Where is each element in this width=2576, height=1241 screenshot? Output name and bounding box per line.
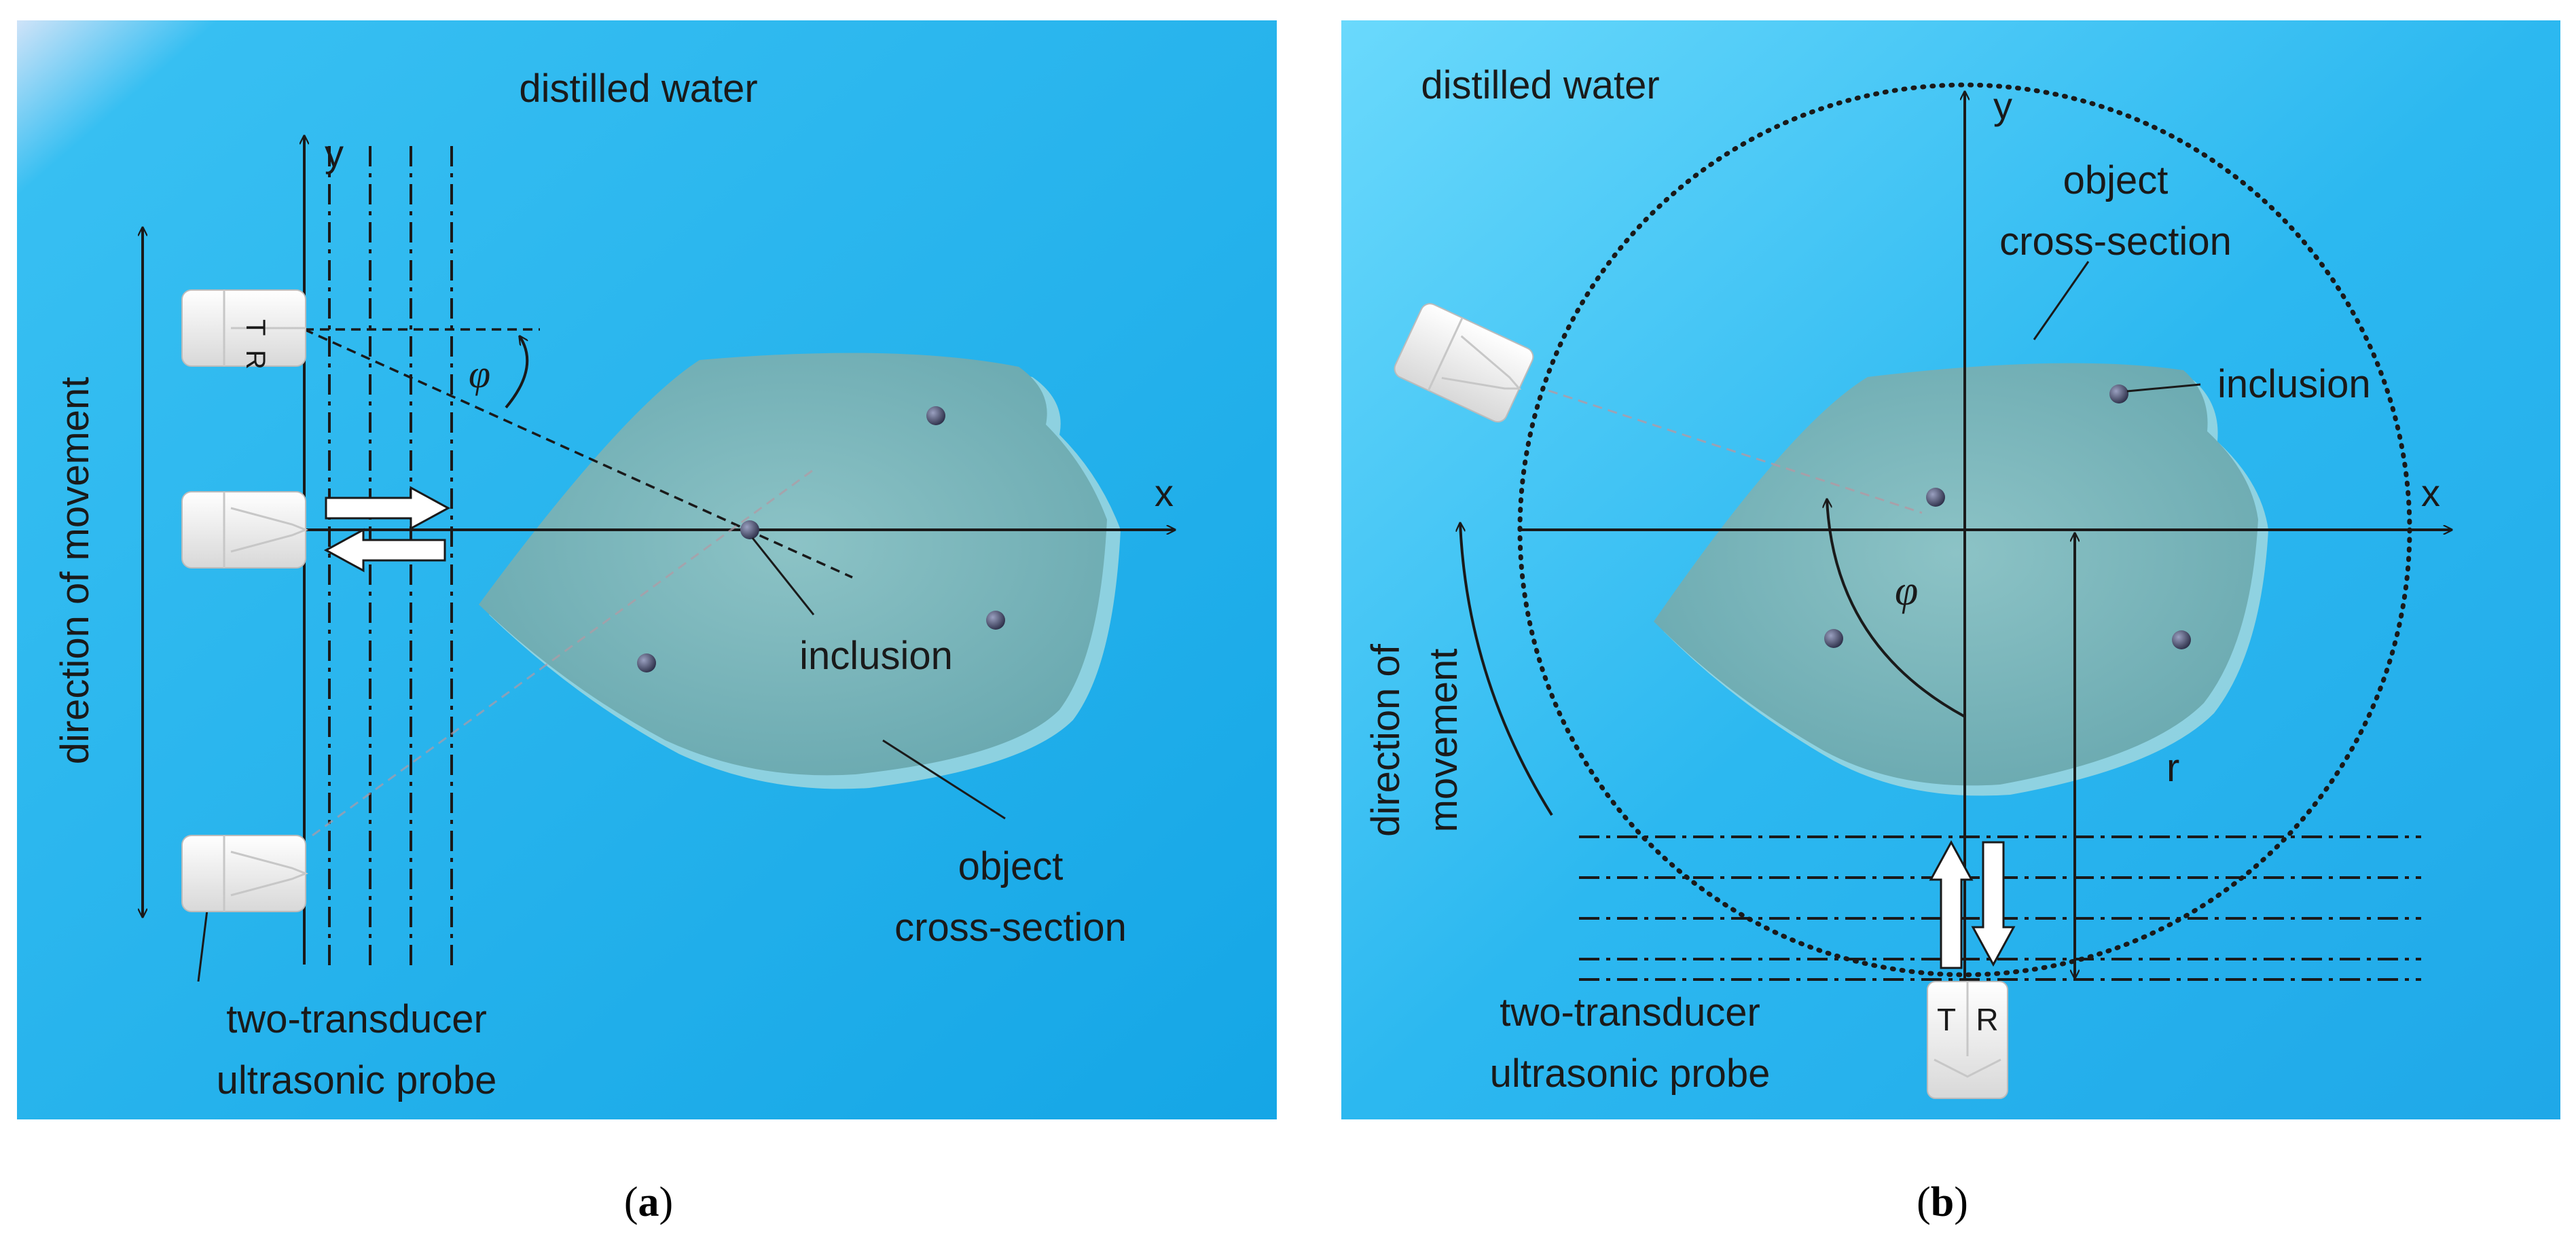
probe-bottom-b: T R [1927, 981, 2008, 1099]
probe-label-b: two-transducer [1500, 990, 1760, 1035]
angle-arc-b [1827, 499, 1965, 718]
transducer-r-label-b: R [1976, 1002, 1998, 1037]
object-leader-a [882, 739, 1006, 820]
inclusion-dot [2172, 630, 2191, 649]
scan-lines-a [328, 146, 453, 971]
angle-phi-a: φ [469, 352, 490, 396]
transducer-t-label-a: T [240, 319, 270, 336]
angle-arc-a [505, 336, 529, 409]
inclusion-label-b: inclusion [2217, 362, 2371, 406]
inclusion-leader-a [751, 537, 815, 615]
inclusion-dot [2109, 384, 2128, 403]
inclusion-dot [740, 520, 759, 539]
panel-b: φ r T R [1341, 20, 2560, 1119]
transducer-r-label-a: R [240, 350, 270, 370]
transducer-t-label-b: T [1937, 1002, 1956, 1037]
movement-label-b: movement [1421, 649, 1466, 833]
inclusion-label-a: inclusion [799, 634, 953, 678]
probe-label-a: two-transducer [226, 997, 487, 1041]
object-shape-b [1654, 363, 2258, 786]
y-axis-label-a: y [325, 132, 344, 175]
x-axis-label-a: x [1155, 471, 1174, 514]
object-cross-section-b [1654, 363, 2268, 796]
inclusion-dot [986, 611, 1005, 630]
movement-label-a: direction of movement [53, 377, 97, 765]
inclusion-leader-b [2126, 383, 2201, 393]
y-axis-label-b: y [1993, 84, 2012, 127]
beam-direction-arrows-a [323, 486, 451, 573]
probe-bottom-a [181, 835, 309, 912]
probe-label-a: ultrasonic probe [217, 1058, 497, 1102]
probe-label-b: ultrasonic probe [1490, 1051, 1771, 1096]
distilled-water-label-a: distilled water [519, 67, 757, 111]
probe-tilted-b [1394, 303, 1534, 422]
beam-line-a [304, 328, 853, 579]
panel-a: φ T R [17, 20, 1277, 1119]
movement-arrow-b [1460, 523, 1553, 816]
inclusion-dot [637, 653, 656, 672]
inclusion-dot [1926, 488, 1945, 507]
object-label-a: object [958, 844, 1064, 888]
distilled-water-label-b: distilled water [1421, 63, 1659, 107]
probe-top-a: T R [181, 289, 306, 370]
beam-direction-arrows-b [1929, 840, 2016, 969]
angle-phi-b: φ [1895, 568, 1918, 614]
object-leader-b [2033, 261, 2090, 340]
movement-label-b: direction of [1364, 643, 1408, 837]
probe-middle-a [181, 491, 309, 569]
radius-label-b: r [2166, 746, 2179, 790]
object-label-b: object [2063, 158, 2169, 202]
object-cross-section-a [479, 353, 1121, 789]
faint-diagonal-a [312, 467, 816, 837]
object-shape-a [479, 353, 1107, 776]
probe-leader-a [197, 910, 208, 982]
beam-line-b [1548, 389, 1923, 514]
inclusion-dot [926, 406, 945, 425]
object-label-a: cross-section [894, 905, 1127, 950]
caption-a: (a) [624, 1179, 673, 1225]
caption-b: (b) [1917, 1179, 1968, 1225]
inclusion-dot [1824, 629, 1843, 648]
object-label-b: cross-section [1999, 219, 2232, 264]
x-axis-label-b: x [2421, 471, 2440, 514]
